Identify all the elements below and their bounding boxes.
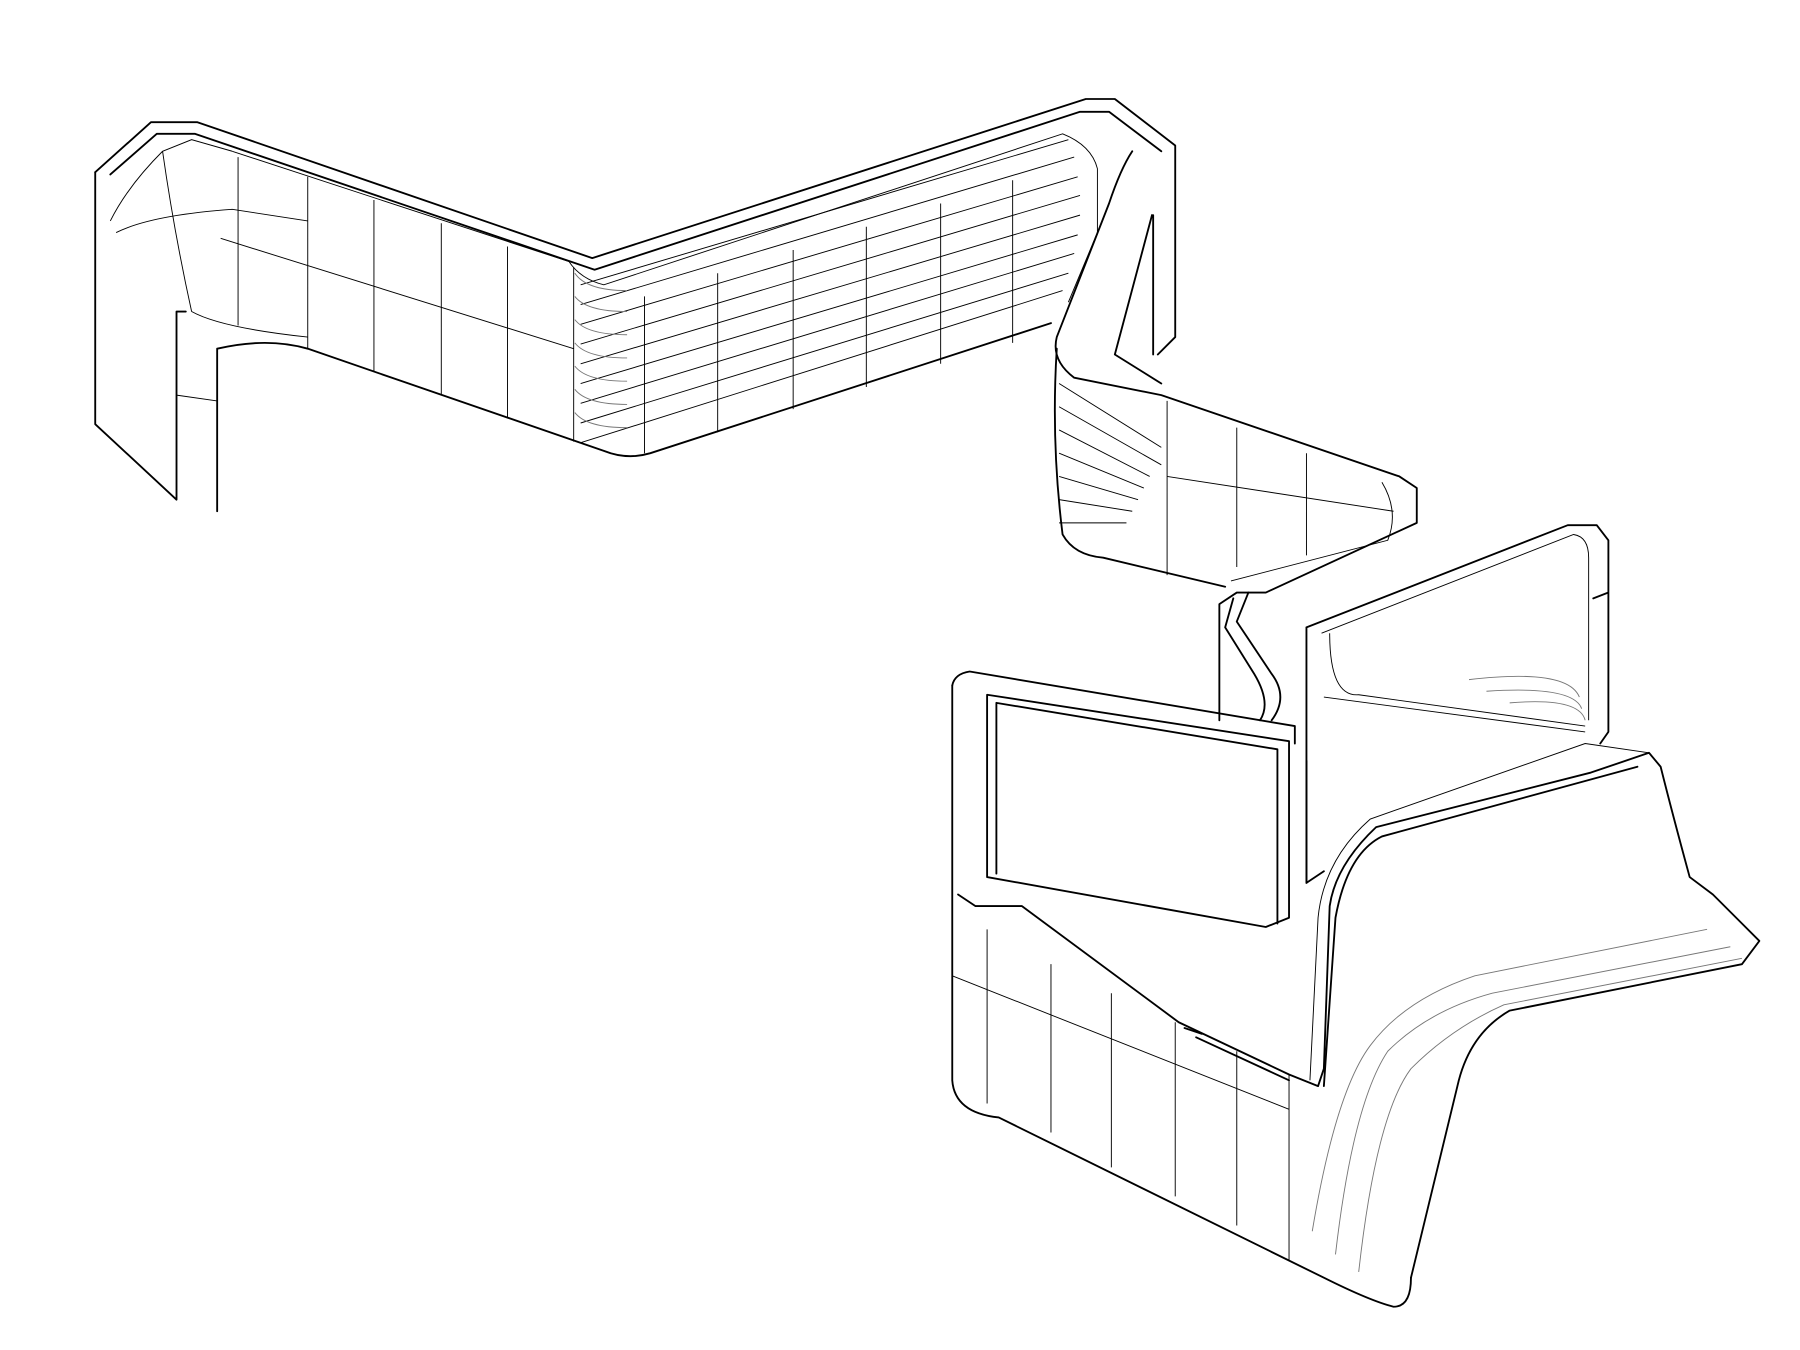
upper-wall-unit (94, 98, 1177, 513)
middle-wall-slats (1058, 383, 1162, 524)
middle-wall-connector (1224, 591, 1282, 722)
upper-wall-panel-grid (176, 157, 575, 512)
rear-partition-steps (1468, 675, 1586, 721)
desk-back-top (951, 670, 1296, 745)
middle-wall-panels (1166, 400, 1394, 582)
middle-wall-unit (1053, 150, 1418, 722)
desk-counter-inner (1309, 743, 1650, 1081)
upper-wall-inner-face (232, 133, 1098, 303)
middle-wall-inner-edge (1113, 214, 1163, 385)
desk-counter-top (1322, 765, 1639, 1088)
upper-wall-curved-recess (109, 139, 308, 338)
middle-wall-curved-end (1053, 347, 1227, 588)
desk-worksurface-edge (957, 751, 1761, 1279)
desk-left-side (951, 684, 1412, 1308)
upper-wall-front-face (216, 322, 1052, 513)
desk-back-panel-inner (995, 701, 1279, 925)
rear-partition-inner (1321, 534, 1590, 733)
upper-wall-top-outer-edge (94, 98, 1177, 356)
upper-wall-shelf-curves (574, 272, 628, 429)
upper-wall-left-end (94, 171, 187, 501)
reception-desk-unit (951, 670, 1761, 1308)
upper-wall-shelves (580, 139, 1081, 454)
desk-back-panel (986, 693, 1290, 928)
desk-divider-lines (1183, 760, 1308, 1082)
rear-partition-unit (1305, 524, 1610, 884)
upper-wall-top-inner-edge (109, 110, 1163, 271)
desk-front-steps (1311, 928, 1743, 1272)
desk-left-panel-grid (952, 929, 1290, 1261)
